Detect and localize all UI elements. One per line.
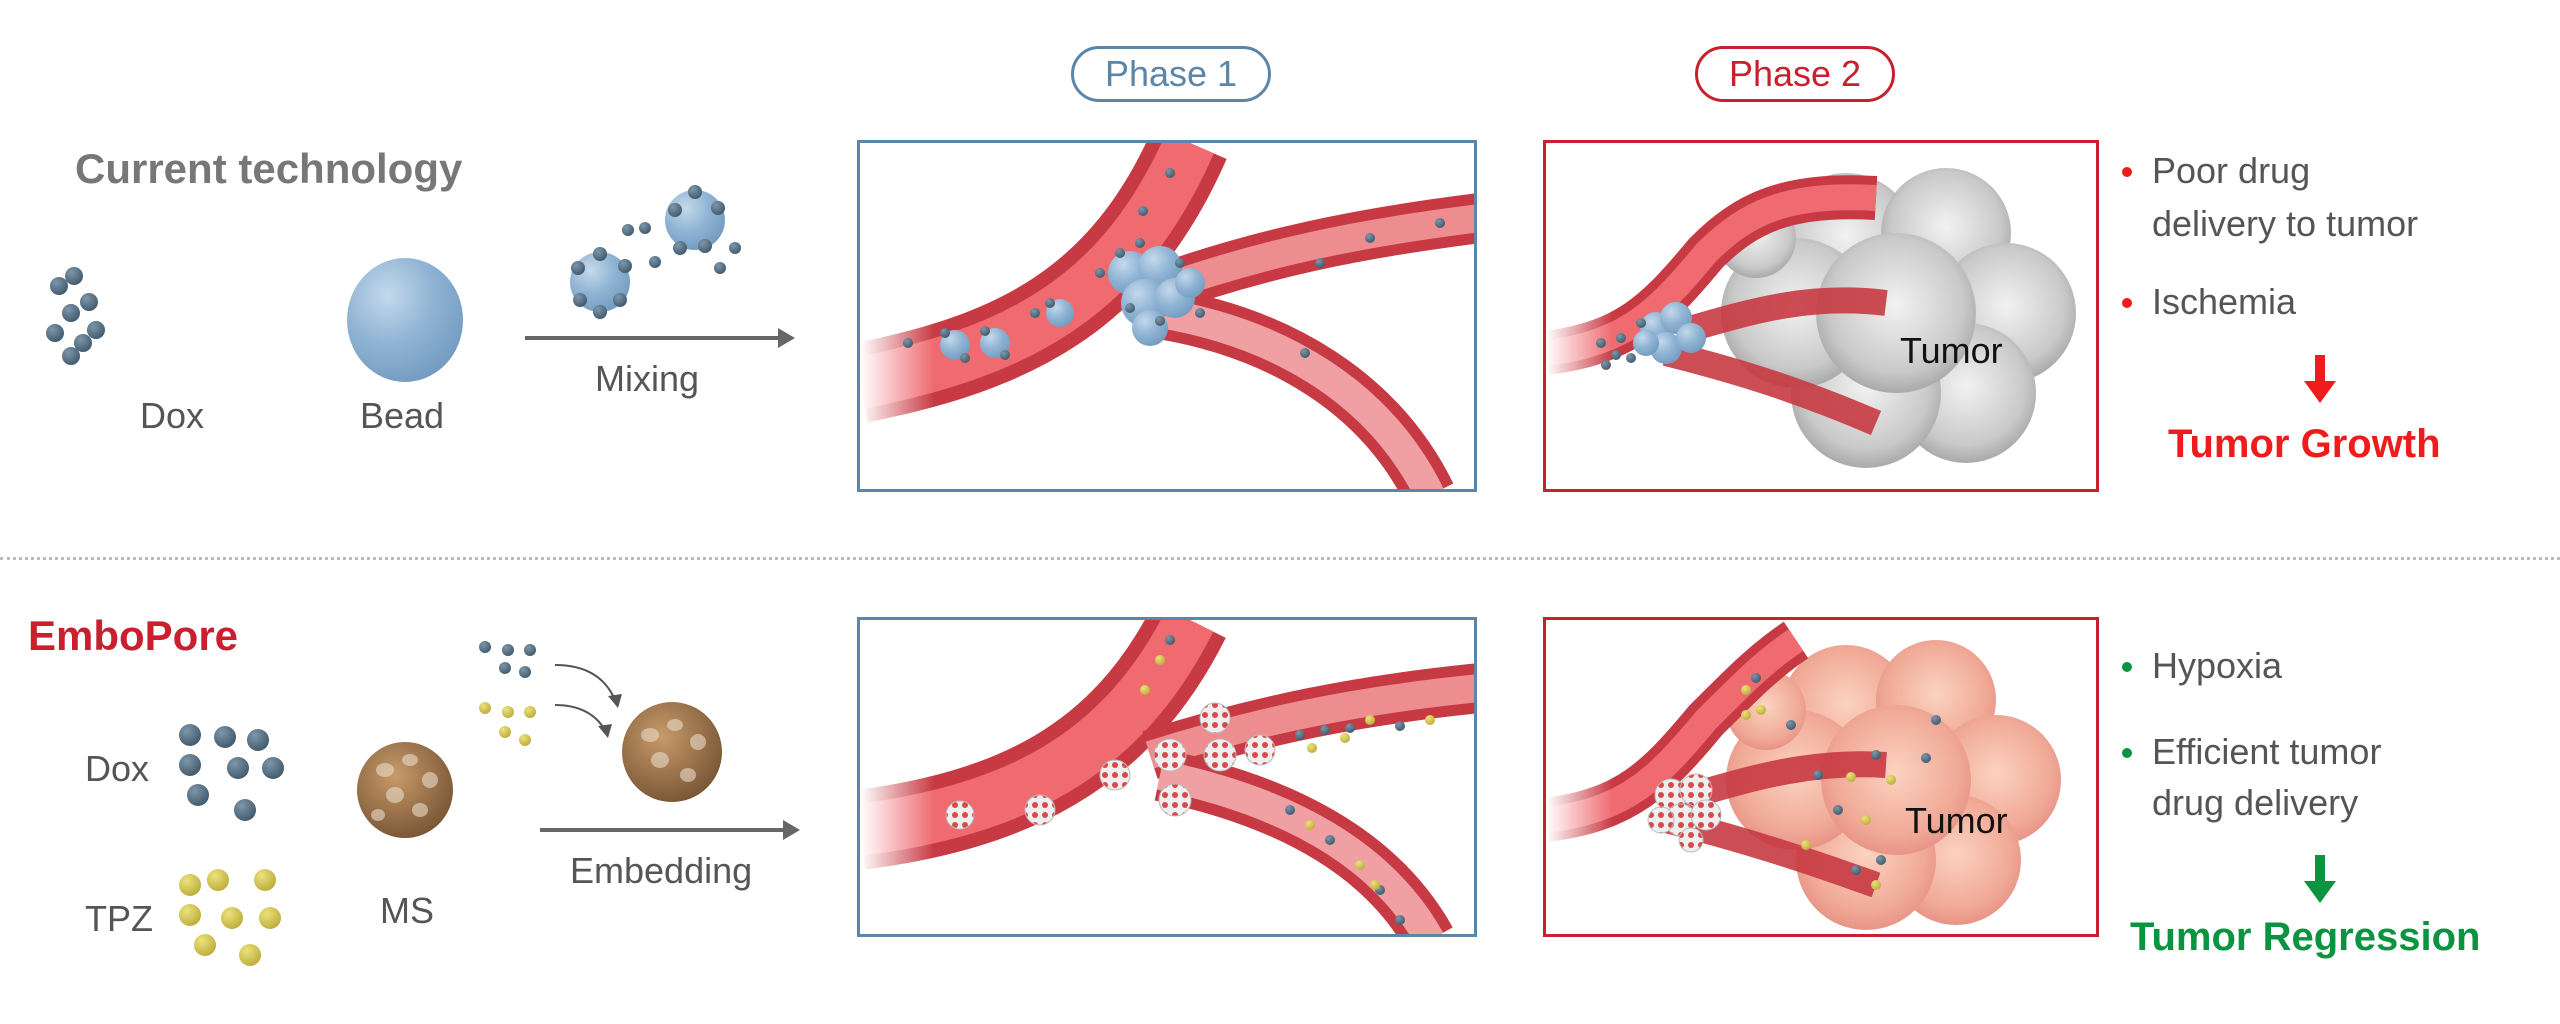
outcome-drug-delivery: drug delivery [2152, 782, 2359, 823]
dox-label-bottom: Dox [85, 748, 150, 789]
dox-label-top: Dox [140, 395, 205, 436]
outcome-efficient-tumor: Efficient tumor [2152, 731, 2382, 772]
phase-1-label: Phase 1 [1071, 46, 1271, 102]
bullet-icon [2122, 167, 2132, 177]
phase-2-label: Phase 2 [1695, 46, 1895, 102]
dox-cluster-bottom [179, 724, 284, 821]
loaded-beads [570, 185, 741, 319]
down-arrow-red-icon [2304, 355, 2336, 403]
tumor-illustration [1546, 620, 2096, 934]
tpz-label: TPZ [85, 898, 153, 939]
small-drug-dots [479, 641, 622, 746]
down-arrow-green-icon [2304, 855, 2336, 903]
bead [347, 258, 463, 382]
loaded-microsphere [622, 702, 722, 802]
microsphere [357, 742, 453, 838]
tpz-cluster [179, 869, 281, 966]
ms-label: MS [380, 890, 434, 931]
result-tumor-regression: Tumor Regression [2130, 915, 2481, 959]
current-phase1-panel [857, 140, 1477, 492]
result-tumor-growth: Tumor Growth [2168, 422, 2441, 466]
embedding-label: Embedding [570, 850, 753, 891]
outcome-ischemia: Ischemia [2152, 281, 2297, 322]
current-phase2-panel [1543, 140, 2099, 492]
bullet-icon [2122, 662, 2132, 672]
mixing-label: Mixing [595, 358, 700, 399]
outcome-hypoxia: Hypoxia [2152, 645, 2283, 686]
embopore-phase1-panel [857, 617, 1477, 937]
vessel-illustration [860, 620, 1474, 934]
section-divider [0, 557, 2560, 560]
outcome-poor-drug: Poor drug [2152, 150, 2311, 191]
tumor-illustration [1546, 143, 2096, 489]
bullet-icon [2122, 748, 2132, 758]
dox-cluster-top [46, 267, 105, 365]
bead-label: Bead [360, 395, 445, 436]
tumor-label-top: Tumor [1900, 330, 2003, 371]
bullet-icon [2122, 298, 2132, 308]
current-technology-title: Current technology [75, 145, 463, 192]
vessel-illustration [860, 143, 1474, 489]
outcome-delivery-to-tumor: delivery to tumor [2152, 203, 2419, 244]
embopore-title: EmboPore [28, 612, 239, 659]
tumor-label-bottom: Tumor [1905, 800, 2008, 841]
embopore-phase2-panel [1543, 617, 2099, 937]
